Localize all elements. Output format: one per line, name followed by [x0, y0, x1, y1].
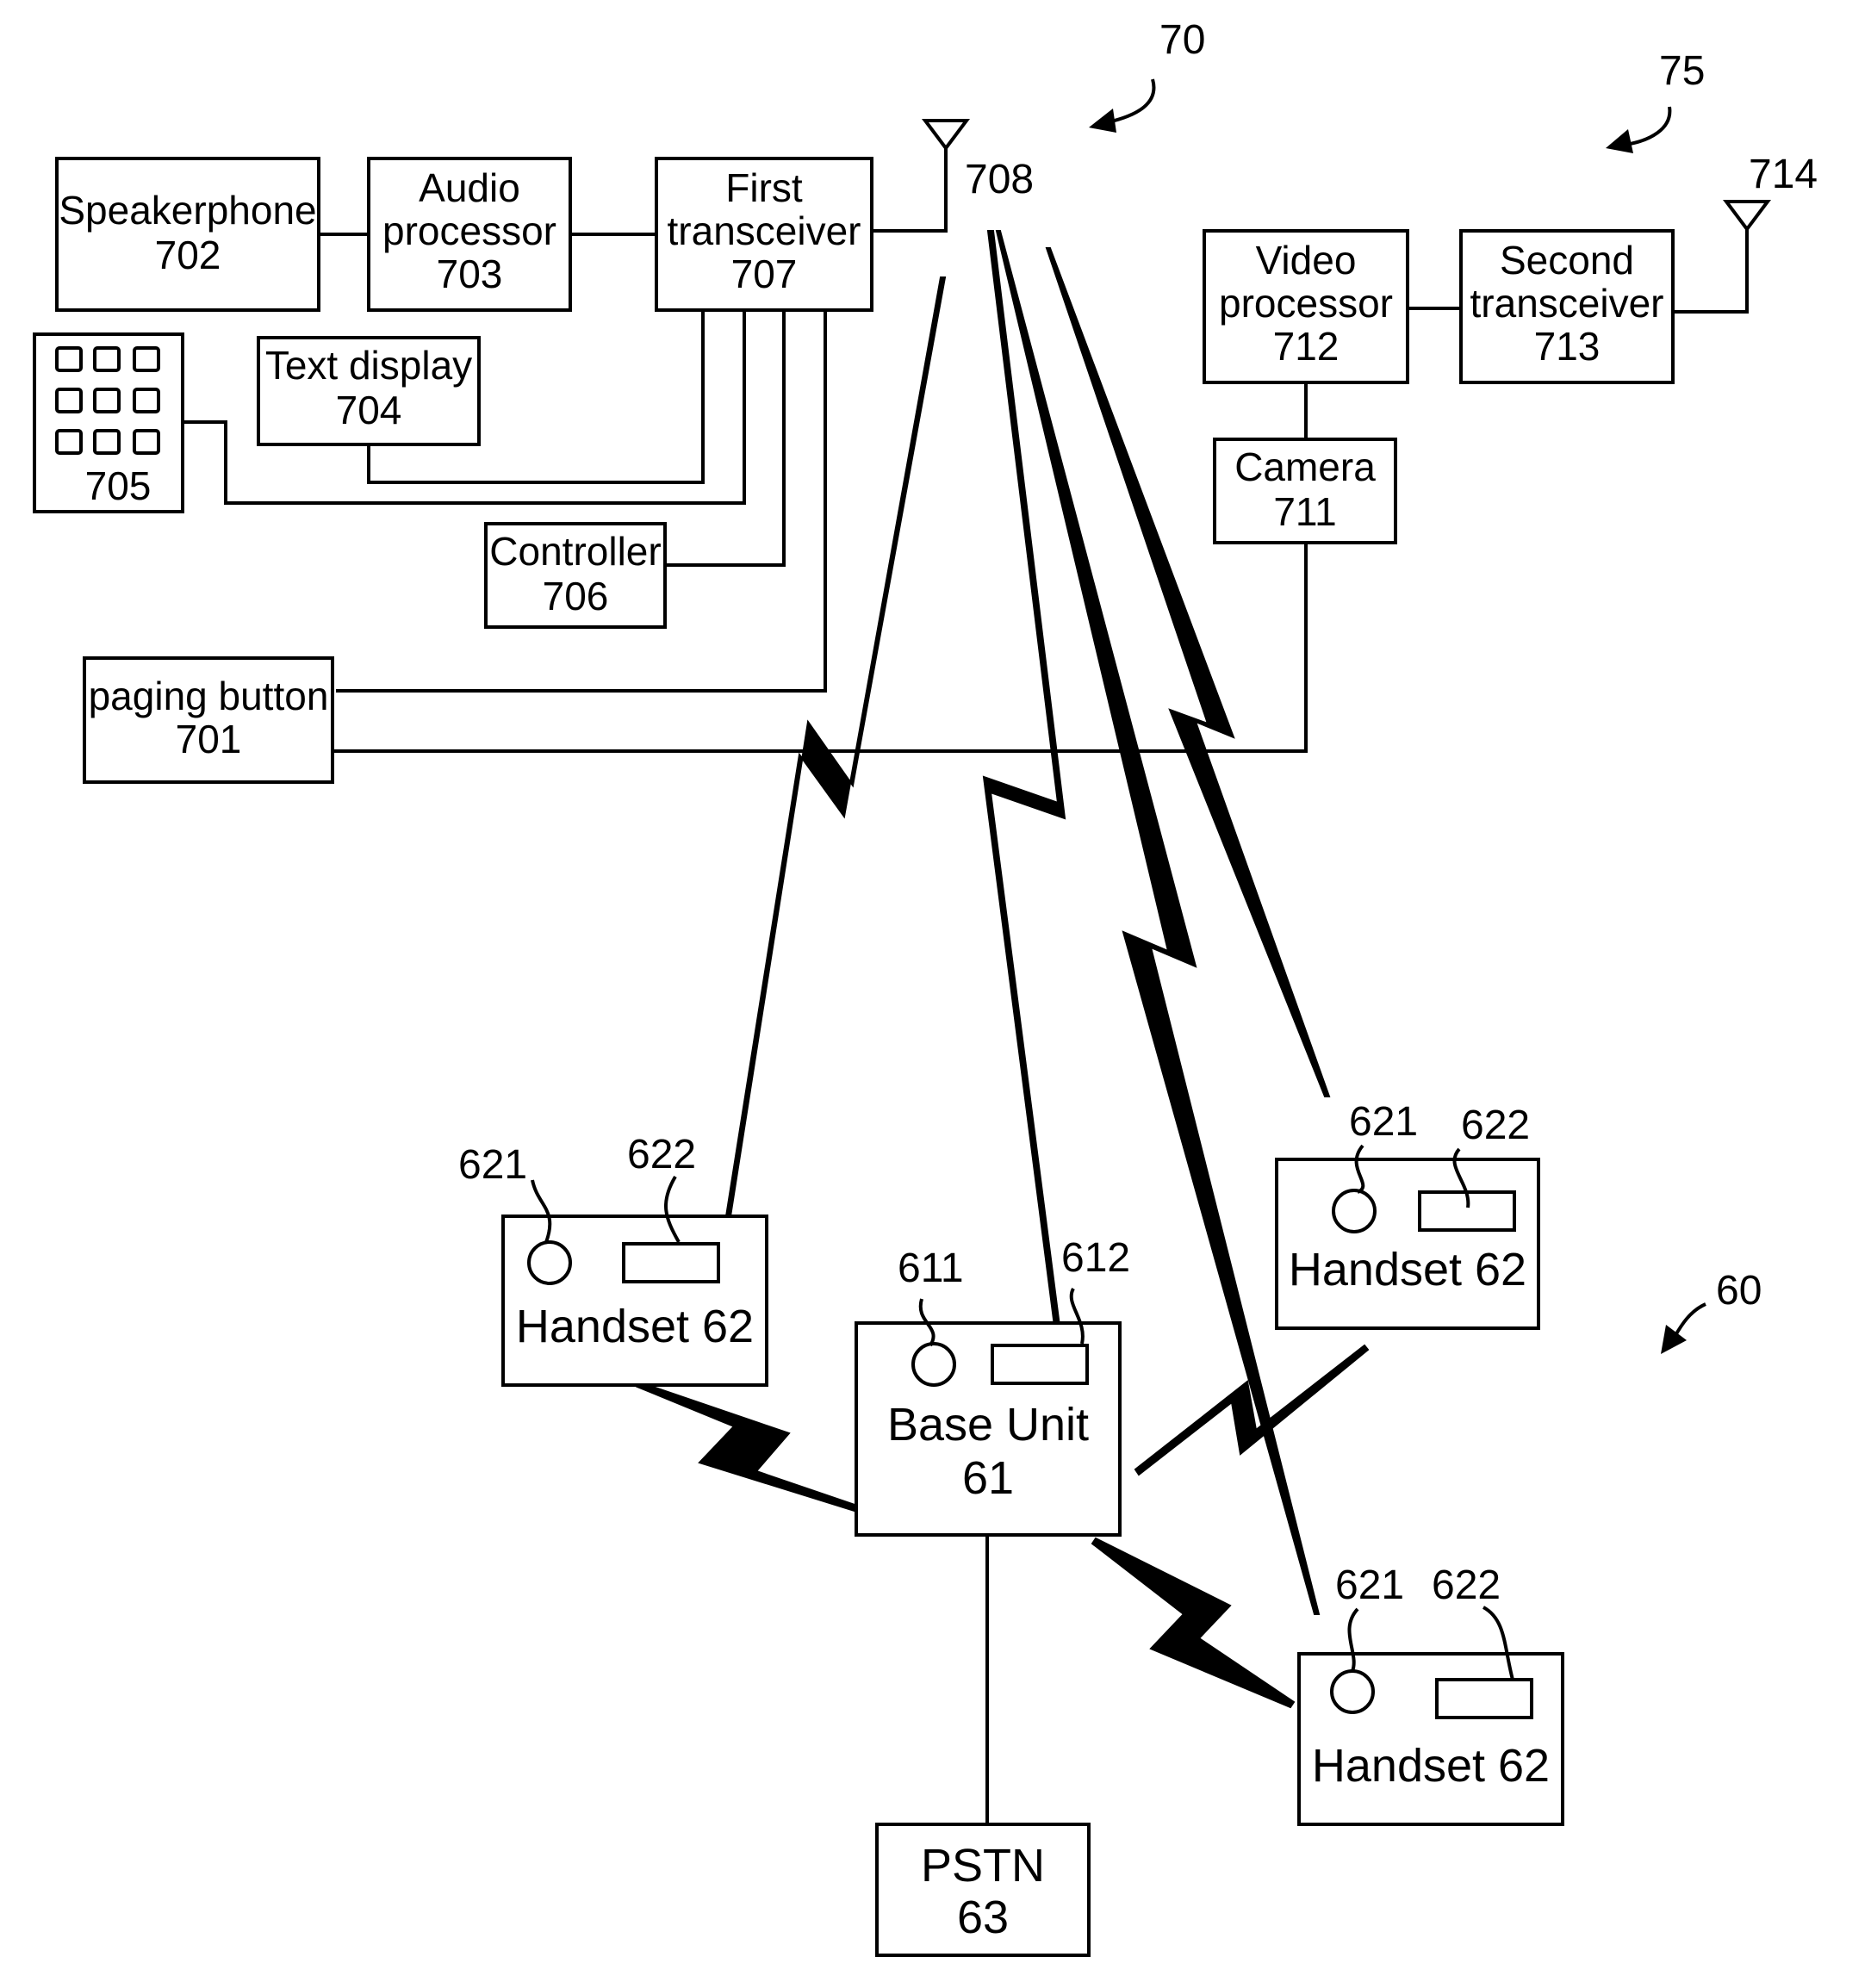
antenna-ref-708: 708	[965, 157, 1034, 202]
block-ref: 705	[85, 463, 152, 508]
handset-display-ref: 622	[627, 1132, 696, 1177]
block-label: Handset 62	[1312, 1740, 1550, 1792]
base-display-ref: 612	[1061, 1235, 1130, 1281]
block-label: PSTN	[921, 1840, 1045, 1892]
ref-arrow-70: 70	[1089, 17, 1205, 133]
block-label: Text display	[265, 343, 472, 388]
block-label: Controller	[489, 529, 661, 574]
block-ref: 703	[437, 252, 503, 296]
handset-left-block: 621 622 Handset 62	[458, 1132, 767, 1385]
block-label: processor	[382, 208, 556, 253]
antenna-ref-714: 714	[1749, 152, 1818, 197]
arrowhead-icon	[1089, 109, 1116, 133]
text-display-block: Text display 704	[258, 338, 479, 444]
leader-line	[1675, 1304, 1706, 1337]
block-ref: 711	[1273, 489, 1336, 534]
handset-display-ref: 622	[1432, 1562, 1501, 1608]
first-transceiver-block: First transceiver 707	[656, 158, 872, 310]
block-label: processor	[1219, 281, 1393, 326]
block-label: Handset 62	[516, 1301, 754, 1352]
block-label: transceiver	[1470, 281, 1664, 326]
wireless-link-antenna-to-base-unit	[984, 231, 1065, 1333]
paging-button-block: paging button 701	[84, 658, 333, 782]
system-ref-60: 60	[1716, 1268, 1762, 1314]
antenna-second: 714	[1726, 152, 1818, 229]
antenna-icon	[925, 121, 967, 148]
block-ref: 706	[543, 574, 609, 618]
pstn-block: PSTN 63	[877, 1824, 1089, 1955]
base-button-ref: 611	[898, 1246, 964, 1291]
antenna-first: 708	[925, 121, 1034, 202]
arrowhead-icon	[1661, 1325, 1687, 1354]
system-ref-70: 70	[1159, 17, 1205, 63]
second-transceiver-block: Second transceiver 713	[1461, 231, 1673, 382]
handset-display-ref: 622	[1461, 1103, 1530, 1148]
wireless-link-base-to-handset-right-bottom	[1092, 1538, 1294, 1707]
keypad-block: 705	[34, 334, 183, 512]
block-ref: 63	[957, 1892, 1009, 1943]
block-label: Handset 62	[1289, 1244, 1526, 1295]
handset-right-bottom-block: 621 622 Handset 62	[1299, 1562, 1563, 1824]
block-ref: 702	[155, 233, 221, 277]
audio-processor-block: Audio processor 703	[369, 158, 570, 310]
block-label: Video	[1256, 238, 1357, 283]
wireless-link-base-to-handset-left	[637, 1383, 857, 1511]
leader-line	[1108, 79, 1153, 122]
leader-line	[1625, 107, 1669, 145]
block-ref: 701	[176, 717, 242, 761]
base-button-icon	[913, 1344, 954, 1385]
arrowhead-icon	[1606, 129, 1633, 153]
block-ref: 704	[336, 388, 402, 432]
handset-button-icon	[1332, 1671, 1373, 1712]
handset-right-top-block: 621 622 Handset 62	[1277, 1099, 1538, 1328]
wireless-link-antenna-to-handset-left	[726, 277, 945, 1216]
ref-arrow-60: 60	[1661, 1268, 1762, 1354]
block-label: Camera	[1234, 444, 1376, 489]
block-label: Speakerphone	[59, 188, 316, 233]
speakerphone-block: Speakerphone 702	[57, 158, 319, 310]
antenna-icon	[1726, 202, 1768, 229]
handset-display-icon	[624, 1244, 718, 1282]
block-label: Second	[1500, 238, 1634, 283]
handset-button-ref: 621	[458, 1142, 527, 1188]
ref-arrow-75: 75	[1606, 48, 1705, 153]
video-processor-block: Video processor 712	[1204, 231, 1408, 382]
camera-block: Camera 711	[1215, 439, 1395, 543]
base-display-icon	[992, 1345, 1087, 1383]
handset-button-icon	[1333, 1190, 1375, 1232]
handset-button-ref: 621	[1335, 1562, 1404, 1608]
controller-block: Controller 706	[486, 524, 665, 627]
block-label: transceiver	[668, 208, 861, 253]
block-ref: 712	[1273, 324, 1340, 369]
system-ref-75: 75	[1659, 48, 1705, 94]
base-unit-block: 611 612 Base Unit 61	[856, 1235, 1130, 1535]
handset-button-icon	[529, 1242, 570, 1283]
block-ref: 61	[962, 1452, 1014, 1504]
block-ref: 713	[1534, 324, 1601, 369]
block-label: Audio	[419, 165, 520, 210]
block-label: Base Unit	[887, 1399, 1089, 1451]
block-label: First	[725, 165, 803, 210]
block-ref: 707	[731, 252, 798, 296]
block-label: paging button	[89, 674, 329, 718]
handset-display-icon	[1437, 1680, 1532, 1718]
handset-button-ref: 621	[1349, 1099, 1418, 1145]
